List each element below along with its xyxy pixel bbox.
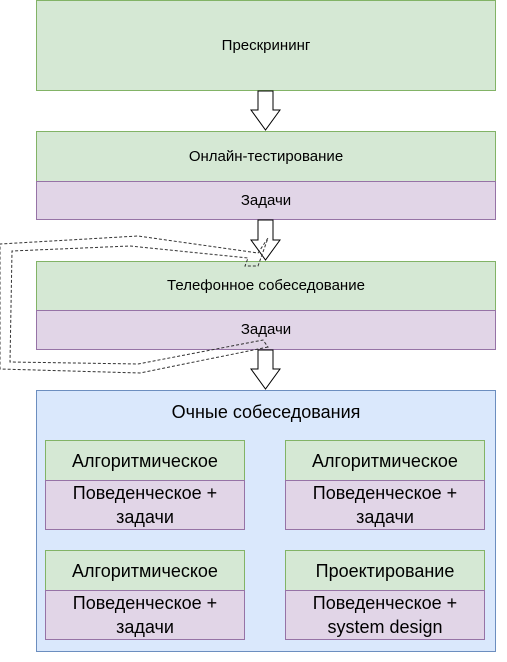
- prescreening-label: Прескрининг: [221, 36, 311, 54]
- card-1-bottom-label: Поведенческое + задачи: [72, 483, 218, 527]
- phone-tasks-box[interactable]: Задачи: [36, 310, 496, 350]
- onsite-card-3-top[interactable]: Алгоритмическое: [45, 550, 245, 591]
- onsite-card-2-top[interactable]: Алгоритмическое: [285, 440, 485, 481]
- flow-arrow-1: [250, 90, 281, 131]
- onsite-title: Очные собеседования: [171, 402, 361, 422]
- card-4-bottom-label: Поведенческое + system design: [312, 593, 458, 637]
- phone-interview-label: Телефонное собеседование: [167, 277, 365, 294]
- online-tasks-box[interactable]: Задачи: [36, 181, 496, 220]
- loop-back-arrow: [0, 235, 269, 374]
- onsite-card-3-bottom[interactable]: Поведенческое + задачи: [45, 590, 245, 640]
- phone-tasks-label: Задачи: [240, 321, 292, 338]
- card-3-bottom-label: Поведенческое + задачи: [72, 593, 218, 637]
- onsite-card-1-top[interactable]: Алгоритмическое: [45, 440, 245, 481]
- online-test-label: Онлайн-тестирование: [188, 147, 344, 165]
- onsite-card-4-bottom[interactable]: Поведенческое + system design: [285, 590, 485, 640]
- onsite-card-4-top[interactable]: Проектирование: [285, 550, 485, 591]
- flow-arrow-3: [250, 349, 281, 390]
- onsite-card-1-bottom[interactable]: Поведенческое + задачи: [45, 480, 245, 530]
- online-tasks-label: Задачи: [240, 191, 292, 209]
- prescreening-box[interactable]: Прескрининг: [36, 0, 496, 91]
- card-4-top-label: Проектирование: [315, 560, 455, 581]
- card-2-bottom-label: Поведенческое + задачи: [312, 483, 458, 527]
- onsite-card-2-bottom[interactable]: Поведенческое + задачи: [285, 480, 485, 530]
- card-2-top-label: Алгоритмическое: [312, 450, 458, 471]
- flow-arrow-2: [250, 219, 281, 261]
- card-1-top-label: Алгоритмическое: [72, 450, 218, 471]
- card-3-top-label: Алгоритмическое: [72, 560, 218, 581]
